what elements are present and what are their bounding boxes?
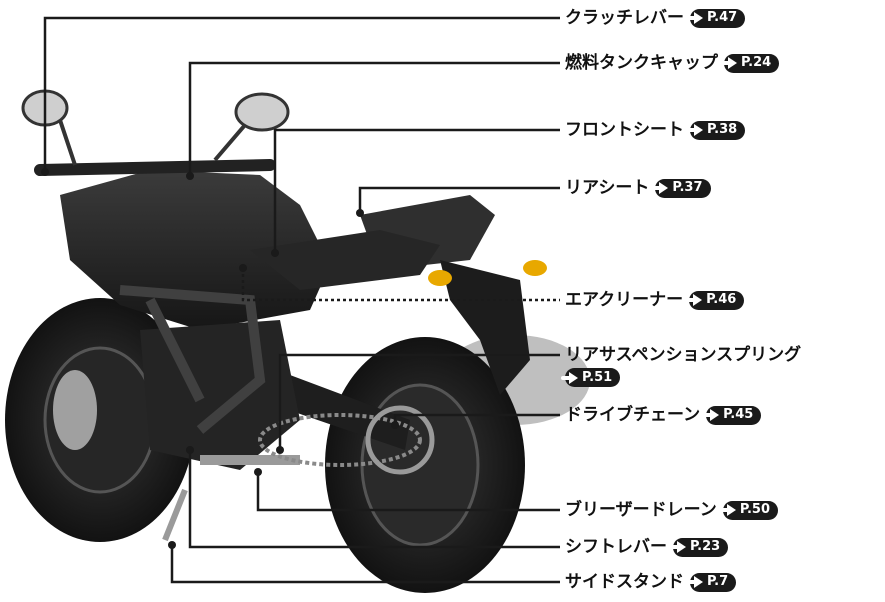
brake-disc xyxy=(53,370,97,450)
label-drive-chain: ドライブチェーン P.45 xyxy=(565,405,762,425)
label-text: サイドスタンド xyxy=(565,572,684,592)
arrow-icon xyxy=(702,409,720,421)
leader-clutch-lever xyxy=(43,16,560,172)
label-clutch-lever: クラッチレバー P.47 xyxy=(565,8,746,28)
page-ref-badge[interactable]: P.50 xyxy=(718,500,778,520)
right-mirror xyxy=(234,92,290,132)
mirror-stems xyxy=(58,119,247,166)
arrow-icon xyxy=(686,12,703,24)
arrow-icon xyxy=(686,124,703,136)
right-turn-signal xyxy=(523,260,547,276)
page-ref-badge[interactable]: P.45 xyxy=(702,405,762,425)
frame xyxy=(119,285,266,434)
page-ref-badge[interactable]: P.38 xyxy=(686,120,746,140)
leader-rear-suspension xyxy=(278,353,560,450)
arrow-icon xyxy=(718,504,736,516)
leader-endpoints xyxy=(41,168,399,549)
sprocket xyxy=(365,405,435,475)
page-ref-badge[interactable]: P.47 xyxy=(686,8,746,28)
leader-air-cleaner xyxy=(241,268,560,302)
footrest xyxy=(200,455,300,465)
label-text: シフトレバー xyxy=(565,537,667,557)
label-text: 燃料タンクキャップ xyxy=(565,53,718,73)
rear-hugger xyxy=(440,260,530,395)
label-text: リアサスペンションスプリング xyxy=(565,345,802,365)
arrow-icon xyxy=(561,371,578,384)
label-front-seat: フロントシート P.38 xyxy=(565,120,746,140)
label-text: フロントシート xyxy=(565,120,684,140)
label-side-stand: サイドスタンド P.7 xyxy=(565,572,737,592)
label-text: ドライブチェーン xyxy=(565,405,701,425)
side-stand xyxy=(162,488,188,542)
arrow-icon xyxy=(686,576,703,588)
arrow-icon xyxy=(720,57,737,69)
page-ref-badge[interactable]: P.24 xyxy=(720,53,780,73)
label-rear-suspension-spring: リアサスペンションスプリング P.51 xyxy=(561,345,802,389)
page-ref-badge[interactable]: P.37 xyxy=(651,178,711,198)
label-text: エアクリーナー xyxy=(565,290,684,310)
label-text: リアシート xyxy=(565,178,650,198)
leader-fuel-cap xyxy=(188,61,560,176)
label-breather-drain: ブリーザードレーン P.50 xyxy=(565,500,778,520)
drive-chain xyxy=(258,413,422,467)
label-air-cleaner: エアクリーナー P.46 xyxy=(565,290,745,310)
leader-breather-drain xyxy=(256,472,560,512)
arrow-icon xyxy=(669,541,686,553)
label-text: ブリーザードレーン xyxy=(565,500,717,520)
page-ref-badge[interactable]: P.51 xyxy=(561,368,621,387)
leader-side-stand xyxy=(170,545,560,584)
page-ref-badge[interactable]: P.23 xyxy=(669,537,729,557)
arrow-icon xyxy=(651,182,669,194)
leader-shift-lever xyxy=(188,450,560,549)
arrow-icon xyxy=(685,294,703,306)
label-text: クラッチレバー xyxy=(565,8,684,28)
leader-front-seat xyxy=(273,128,560,253)
left-turn-signal xyxy=(428,270,452,286)
page-ref-badge[interactable]: P.7 xyxy=(686,572,737,592)
handlebar xyxy=(34,159,276,176)
leader-rear-seat xyxy=(358,186,560,213)
label-rear-seat: リアシート P.37 xyxy=(565,178,711,198)
label-shift-lever: シフトレバー P.23 xyxy=(565,537,729,557)
seat xyxy=(250,230,440,290)
engine xyxy=(140,320,300,470)
label-fuel-tank-cap: 燃料タンクキャップ P.24 xyxy=(565,53,780,73)
page-ref-badge[interactable]: P.46 xyxy=(685,290,745,310)
